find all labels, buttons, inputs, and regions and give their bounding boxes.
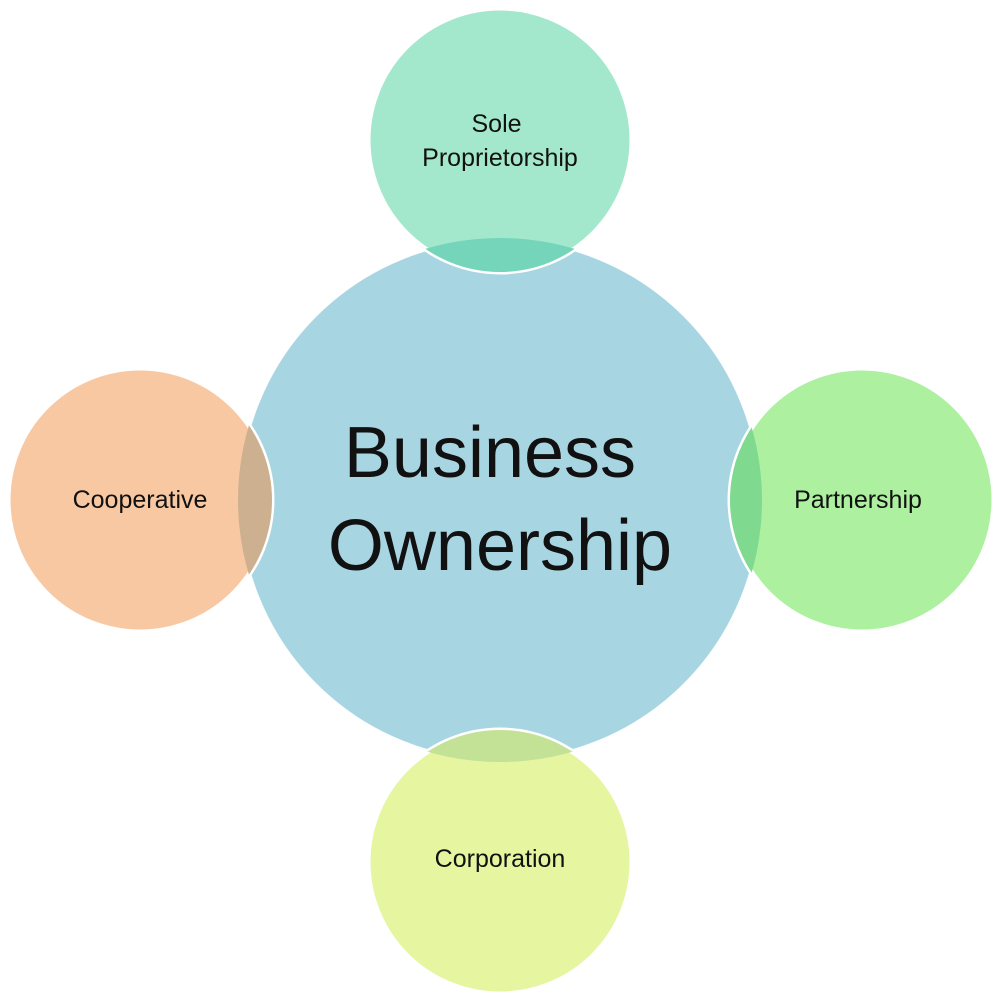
sole-proprietorship-circle (365, 5, 635, 275)
partnership-label: Partnership (794, 486, 922, 514)
center-circle (235, 235, 765, 765)
sole-proprietorship-label: Sole Proprietorship (422, 110, 578, 172)
sole-proprietorship-label-line-1: Sole (472, 110, 522, 138)
corporation-label: Corporation (435, 845, 566, 873)
cooperative-label: Cooperative (73, 486, 208, 514)
center-label-line-2: Ownership (328, 506, 672, 586)
sole-proprietorship-label-line-2: Proprietorship (422, 144, 578, 172)
center-label-line-1: Business (344, 413, 636, 493)
center-label: Business Ownership (328, 413, 672, 586)
